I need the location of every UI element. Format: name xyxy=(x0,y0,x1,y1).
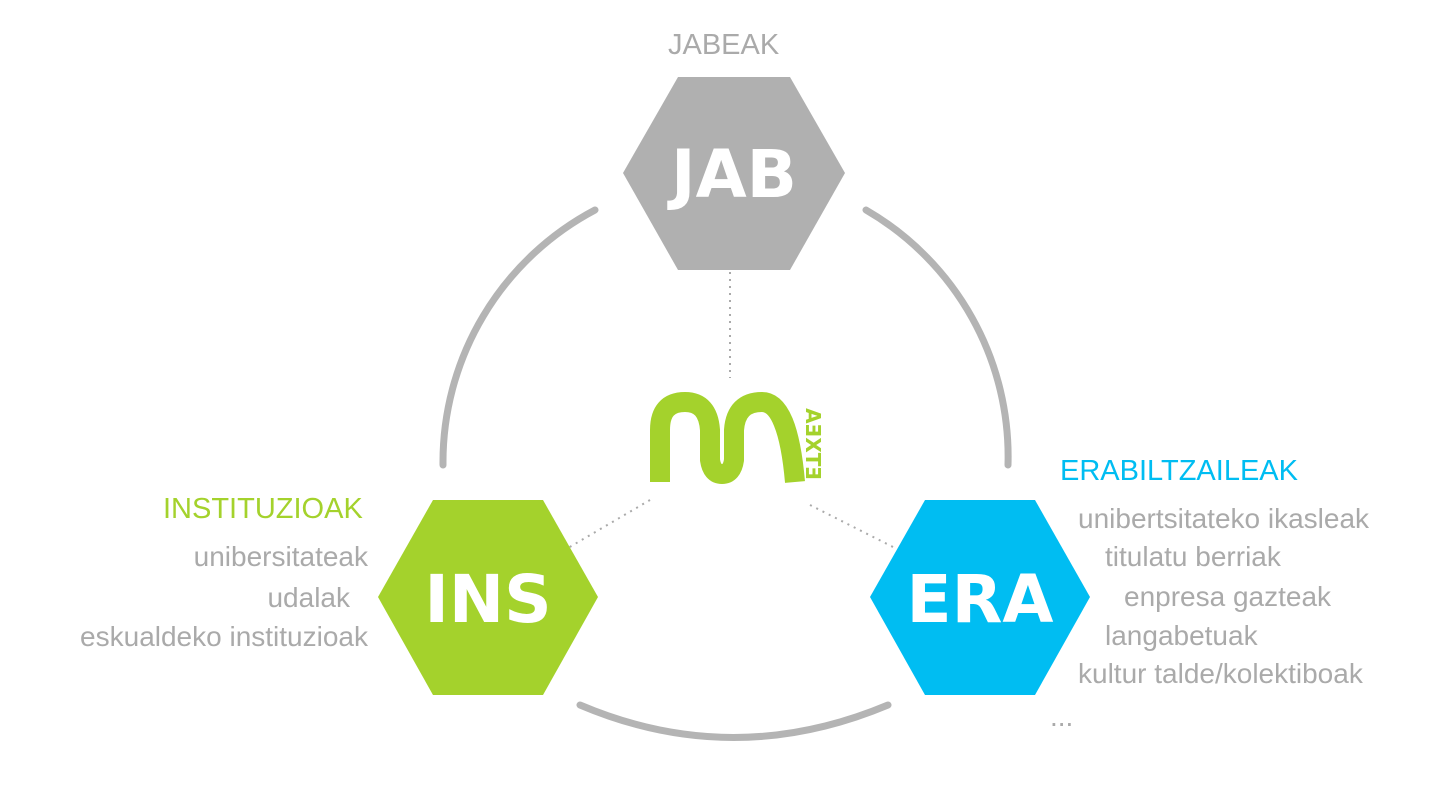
users-item: unibertsitateko ikasleak xyxy=(1078,503,1370,534)
logo-m-shape xyxy=(650,392,805,484)
institutions-title: INSTITUZIOAK xyxy=(163,493,363,525)
users-item: titulatu berriak xyxy=(1105,541,1281,572)
users-item: kultur talde/kolektiboak xyxy=(1078,658,1363,689)
logo-word: ETXEA xyxy=(801,408,825,480)
hexagon-users-abbr: ERA xyxy=(907,561,1054,638)
institutions-item: unibersitateak xyxy=(193,541,368,572)
hexagon-institutions-abbr: INS xyxy=(424,561,551,638)
hexagon-owners-abbr: JAB xyxy=(667,136,797,213)
hexagon-users xyxy=(870,500,1090,695)
arc-right xyxy=(862,206,1012,469)
center-logo: ETXEA xyxy=(650,392,825,484)
users-title: ERABILTZAILEAK xyxy=(1060,455,1298,487)
hexagon-institutions xyxy=(378,500,598,695)
connector-institutions xyxy=(567,499,651,549)
users-item: enpresa gazteak xyxy=(1124,581,1332,612)
arc-left xyxy=(439,206,599,469)
hexagon-owners xyxy=(623,77,845,270)
users-item: langabetuak xyxy=(1105,620,1258,651)
arc-bottom xyxy=(576,701,892,741)
owners-title: JABEAK xyxy=(668,29,780,61)
connector-users xyxy=(809,504,896,549)
institutions-item: eskualdeko instituzioak xyxy=(80,621,368,652)
institutions-item: udalak xyxy=(267,582,350,613)
users-item: ... xyxy=(1050,701,1074,732)
